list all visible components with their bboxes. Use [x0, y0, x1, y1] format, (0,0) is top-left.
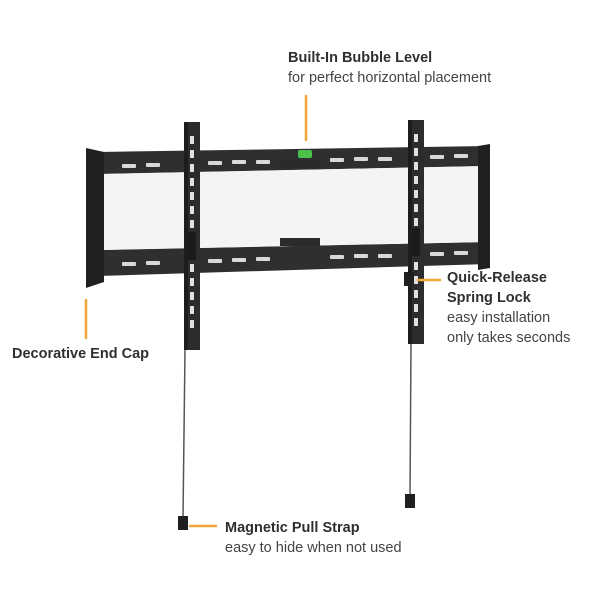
callout-spring-lock: Quick-Release Spring Lock easy installat… — [447, 268, 570, 348]
bottom-rail-slots — [122, 251, 468, 266]
right-end-cap — [478, 144, 490, 270]
callout-bubble-level-title: Built-In Bubble Level — [288, 50, 433, 66]
bubble-level — [298, 150, 312, 158]
right-vertical-arm — [404, 120, 424, 344]
left-pull-strap — [182, 349, 186, 519]
right-pull-strap — [409, 343, 412, 497]
left-pull-strap-tab — [178, 516, 188, 530]
wall-plate — [86, 144, 490, 288]
wall-plate-back — [104, 166, 484, 250]
top-rail-slots — [122, 154, 468, 168]
bottom-center-tab — [280, 238, 320, 246]
callout-pull-strap-title: Magnetic Pull Strap — [225, 520, 360, 536]
left-vertical-arm — [184, 122, 200, 350]
callout-spring-lock-title-2: Spring Lock — [447, 290, 531, 306]
callout-end-cap-title: Decorative End Cap — [12, 346, 149, 362]
callout-spring-lock-title-1: Quick-Release — [447, 270, 547, 286]
callout-bubble-level: Built-In Bubble Level for perfect horizo… — [288, 48, 491, 88]
callout-pull-strap: Magnetic Pull Strap easy to hide when no… — [225, 518, 402, 558]
callout-pull-strap-sub: easy to hide when not used — [225, 540, 402, 556]
top-center-tab — [280, 160, 320, 168]
right-pull-strap-tab — [405, 494, 415, 508]
callout-bubble-level-sub: for perfect horizontal placement — [288, 70, 492, 86]
callout-spring-lock-sub-2: only takes seconds — [447, 330, 571, 346]
callout-end-cap: Decorative End Cap — [12, 344, 149, 364]
spring-lock — [404, 272, 414, 286]
callout-spring-lock-sub-1: easy installation — [447, 310, 551, 326]
left-end-cap — [86, 148, 104, 288]
